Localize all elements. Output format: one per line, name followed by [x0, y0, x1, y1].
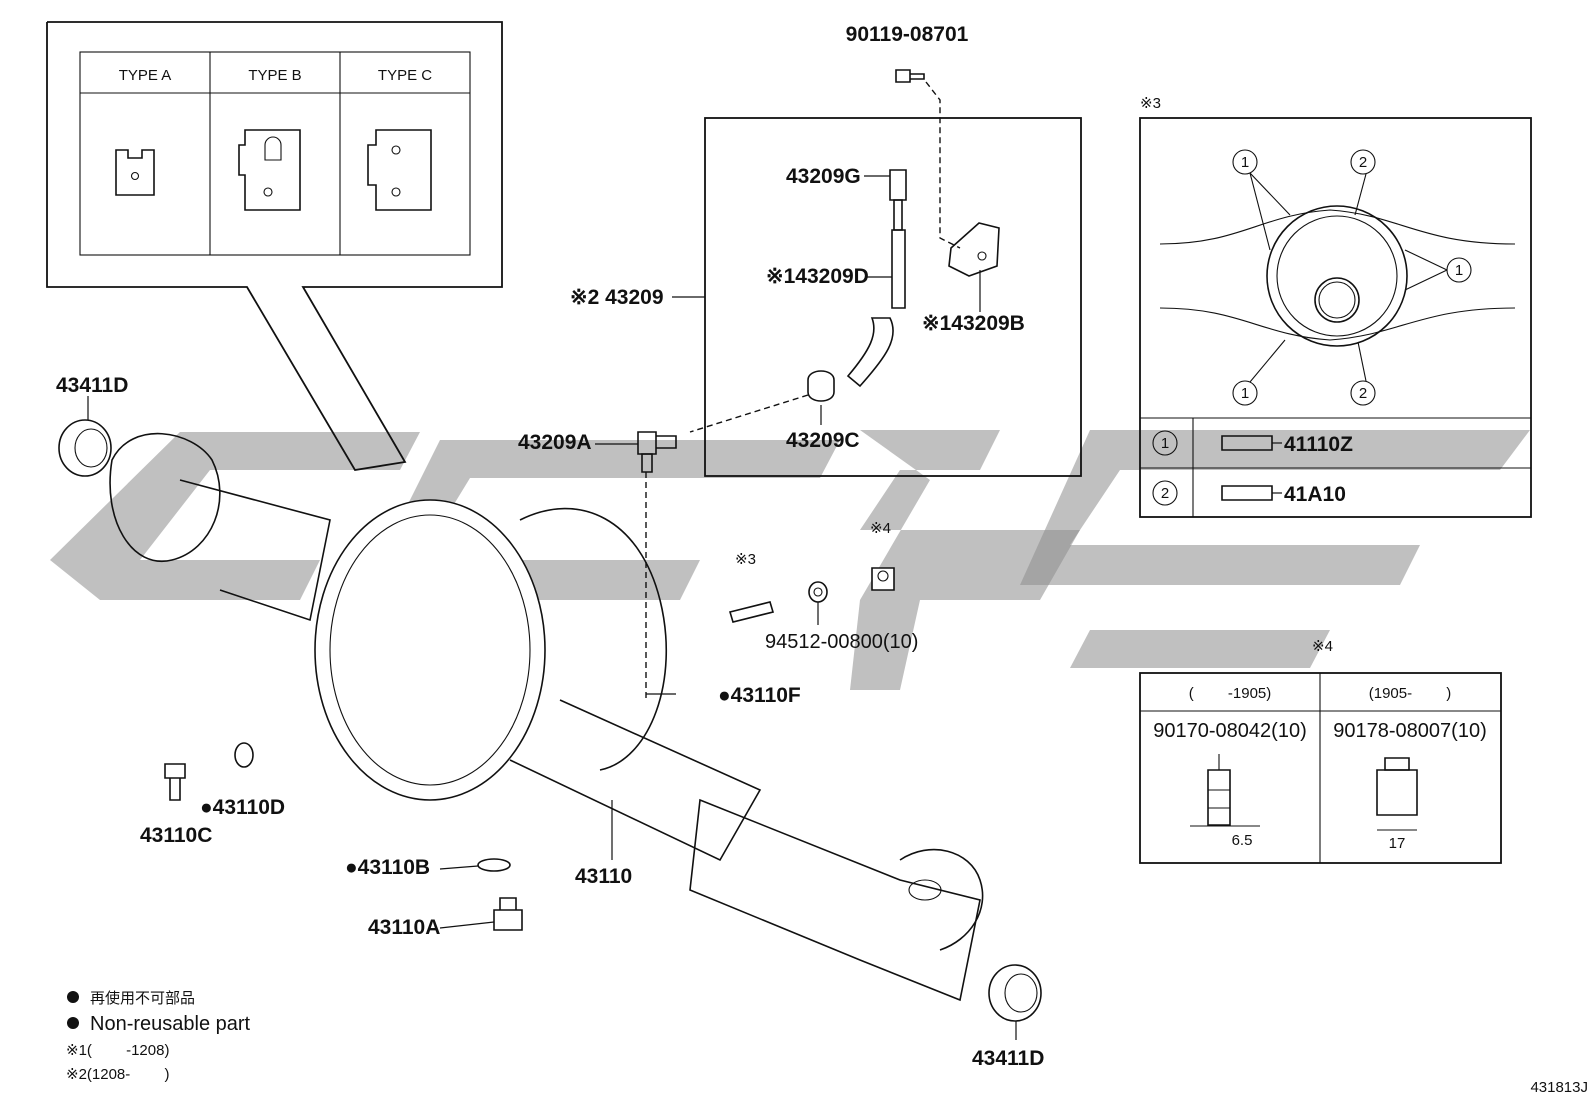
axle-housing	[109, 432, 984, 1002]
label-41110z: 41110Z	[1284, 433, 1353, 456]
stud-row2-callout: 2	[1161, 485, 1169, 502]
stud-panel	[1139, 117, 1532, 518]
label-43110b: ●43110B	[345, 856, 430, 879]
label-41a10: 41A10	[1284, 483, 1346, 506]
label-nut-mark: ※4	[870, 520, 891, 537]
label-43110d: ●43110D	[200, 796, 285, 819]
label-90119-08701: 90119-08701	[846, 23, 969, 46]
stud-row1-callout: 1	[1161, 435, 1169, 452]
type-inset: TYPE A TYPE B TYPE C	[46, 21, 503, 471]
oil-seal-left	[58, 396, 112, 477]
label-stud-mark: ※3	[735, 551, 756, 568]
legend-line-4: ※2(1208- )	[66, 1066, 169, 1083]
label-43209b: ※143209B	[922, 312, 1025, 335]
label-43411d-bottom: 43411D	[972, 1047, 1044, 1070]
nut-dim-6-5: 6.5	[1232, 832, 1253, 849]
breather-assembly	[672, 69, 1082, 477]
label-43110: 43110	[575, 865, 632, 888]
legend-line-1: 再使用不可部品	[90, 990, 195, 1007]
union-43209a	[595, 431, 677, 700]
type-c-header: TYPE C	[378, 67, 432, 84]
label-43110a: 43110A	[368, 916, 440, 939]
legend: 再使用不可部品 Non-reusable part ※1( -1208) ※2(…	[66, 990, 251, 1083]
stud-callout-1c: 1	[1241, 385, 1249, 402]
fasteners	[164, 567, 895, 931]
label-43209c: 43209C	[786, 429, 860, 452]
label-94512: 94512-00800(10)	[765, 631, 918, 653]
type-a-header: TYPE A	[119, 67, 172, 84]
label-43110c: 43110C	[140, 824, 212, 847]
label-43209a: 43209A	[518, 431, 592, 454]
stud-callout-2b: 2	[1359, 385, 1367, 402]
nut-dim-17: 17	[1389, 835, 1406, 852]
diagram-id: 431813J	[1530, 1079, 1588, 1096]
stud-callout-1a: 1	[1241, 154, 1249, 171]
nut-col1-header: ( -1905)	[1189, 685, 1272, 702]
nut-col2-header: (1905- )	[1369, 685, 1452, 702]
legend-line-3: ※1( -1208)	[66, 1042, 169, 1059]
label-90178: 90178-08007(10)	[1333, 720, 1486, 742]
oil-seal-right	[988, 964, 1042, 1040]
nut-panel-mark: ※4	[1312, 638, 1333, 655]
label-43209d: ※143209D	[766, 265, 869, 288]
label-43110f: ●43110F	[718, 684, 801, 707]
type-b-header: TYPE B	[248, 67, 301, 84]
nut-panel	[1139, 672, 1502, 864]
label-43209g: 43209G	[786, 165, 861, 188]
legend-line-2: Non-reusable part	[90, 1013, 251, 1035]
stud-panel-mark: ※3	[1140, 95, 1161, 112]
label-43411d-top: 43411D	[56, 374, 128, 397]
stud-callout-2a: 2	[1359, 154, 1367, 171]
label-90170: 90170-08042(10)	[1153, 720, 1306, 742]
label-43209: ※2 43209	[570, 286, 664, 309]
stud-callout-1b: 1	[1455, 262, 1463, 279]
